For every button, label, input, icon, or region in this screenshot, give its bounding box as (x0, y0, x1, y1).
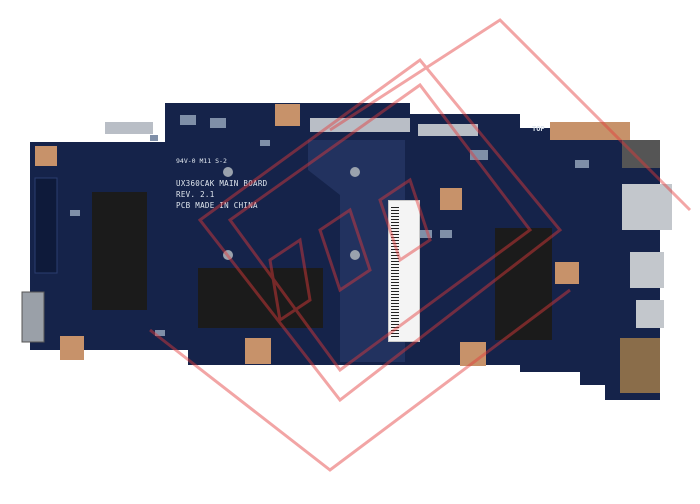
top-connector-1 (105, 122, 153, 134)
label-barcode-lines (389, 201, 419, 341)
audio-jack (622, 140, 660, 168)
pad (440, 188, 462, 210)
usb-c-port (630, 252, 664, 288)
screw-hole (350, 250, 360, 260)
board-model-text: UX360CAK MAIN BOARD REV. 2.1 PCB MADE IN… (176, 178, 268, 211)
chip-right (495, 228, 552, 340)
pad (35, 146, 57, 166)
pad (275, 104, 300, 126)
board-origin: PCB MADE IN CHINA (176, 201, 258, 210)
pad (460, 342, 486, 366)
pad (245, 338, 271, 364)
screw-hole (223, 250, 233, 260)
card-slot (636, 300, 664, 328)
chip-bottom (198, 268, 323, 328)
chip-left (92, 192, 147, 310)
board-revision: REV. 2.1 (176, 190, 215, 199)
left-usb-port (21, 291, 45, 343)
pad (60, 336, 84, 360)
screw-hole (223, 167, 233, 177)
ul-rating: 94V-0 M11 S-2 (176, 157, 227, 165)
headphone-jack (620, 338, 660, 393)
pad (550, 122, 630, 140)
top-connector-2 (310, 118, 410, 132)
smd-components (70, 115, 589, 336)
usb-port (622, 184, 672, 230)
top-marker: TOP (532, 125, 545, 133)
top-connector-3 (418, 124, 478, 136)
left-connector (34, 177, 58, 274)
barcode-label (388, 200, 420, 342)
screw-hole (350, 167, 360, 177)
board-model: UX360CAK MAIN BOARD (176, 179, 268, 188)
pad (555, 262, 579, 284)
